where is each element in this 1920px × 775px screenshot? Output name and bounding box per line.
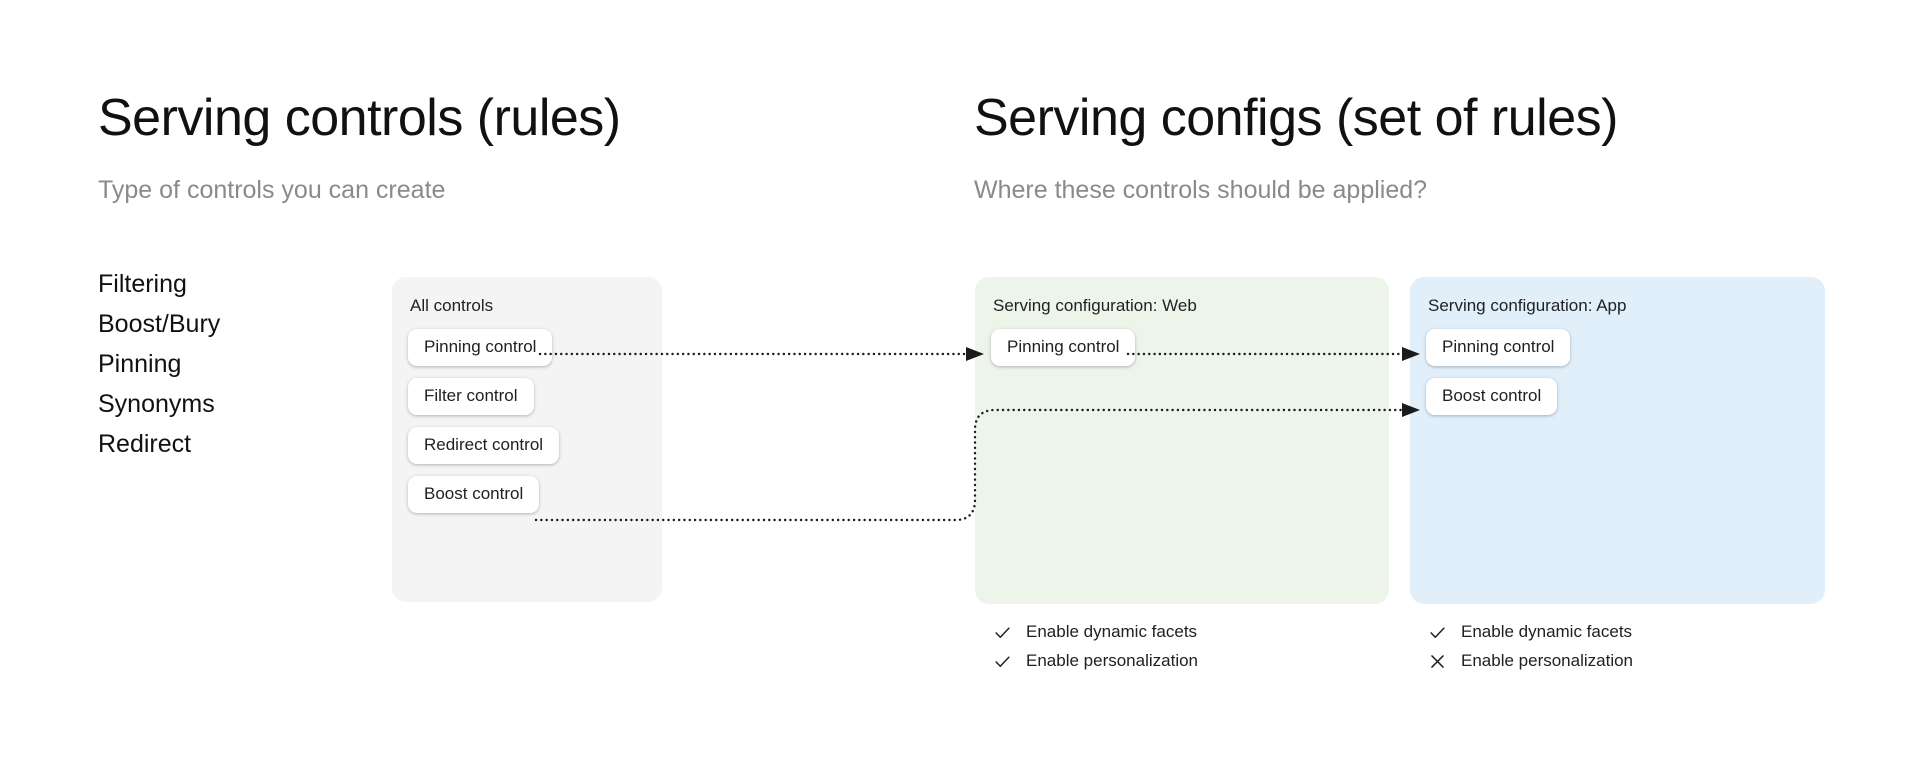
option-row[interactable]: Enable dynamic facets bbox=[993, 622, 1198, 642]
check-icon bbox=[1430, 626, 1445, 638]
serving-config-web-chip-list: Pinning control bbox=[991, 329, 1136, 366]
all-controls-panel-title: All controls bbox=[410, 296, 494, 315]
option-row[interactable]: Enable dynamic facets bbox=[1428, 622, 1633, 642]
chip-filter-control[interactable]: Filter control bbox=[408, 378, 534, 415]
left-section-title: Serving controls (rules) bbox=[98, 89, 621, 147]
control-type-item: Boost/Bury bbox=[98, 310, 221, 338]
chip-pinning-control[interactable]: Pinning control bbox=[1426, 329, 1571, 366]
control-types-list: Filtering Boost/Bury Pinning Synonyms Re… bbox=[98, 268, 220, 460]
control-type-item: Synonyms bbox=[98, 390, 215, 418]
right-section-subtitle: Where these controls should be applied? bbox=[974, 176, 1428, 204]
check-icon bbox=[995, 655, 1010, 667]
all-controls-panel: All controls Pinning control Filter cont… bbox=[392, 277, 662, 602]
serving-config-web-options: Enable dynamic facets Enable personaliza… bbox=[993, 622, 1198, 671]
option-label: Enable personalization bbox=[1461, 651, 1634, 670]
option-label: Enable personalization bbox=[1026, 651, 1199, 670]
control-type-item: Redirect bbox=[98, 430, 192, 458]
left-section-subtitle: Type of controls you can create bbox=[98, 176, 446, 204]
all-controls-chip-list: Pinning control Filter control Redirect … bbox=[408, 329, 560, 513]
control-type-item: Filtering bbox=[98, 270, 187, 298]
option-label: Enable dynamic facets bbox=[1026, 622, 1198, 641]
option-label: Enable dynamic facets bbox=[1461, 622, 1633, 641]
option-row[interactable]: Enable personalization bbox=[1428, 651, 1633, 671]
serving-config-app-title: Serving configuration: App bbox=[1428, 296, 1627, 315]
serving-config-web-title: Serving configuration: Web bbox=[993, 296, 1197, 315]
control-type-item: Pinning bbox=[98, 350, 182, 378]
serving-config-app-panel: Serving configuration: App Pinning contr… bbox=[1410, 277, 1825, 604]
chip-pinning-control[interactable]: Pinning control bbox=[408, 329, 553, 366]
serving-config-web-panel: Serving configuration: Web Pinning contr… bbox=[975, 277, 1389, 604]
serving-config-app-chip-list: Pinning control Boost control bbox=[1426, 329, 1571, 415]
chip-redirect-control[interactable]: Redirect control bbox=[408, 427, 560, 464]
right-section-title: Serving configs (set of rules) bbox=[974, 89, 1618, 147]
option-row[interactable]: Enable personalization bbox=[993, 651, 1198, 671]
chip-boost-control[interactable]: Boost control bbox=[1426, 378, 1558, 415]
chip-boost-control[interactable]: Boost control bbox=[408, 476, 540, 513]
chip-pinning-control[interactable]: Pinning control bbox=[991, 329, 1136, 366]
cross-icon bbox=[1431, 654, 1444, 668]
serving-config-app-options: Enable dynamic facets Enable personaliza… bbox=[1428, 622, 1633, 671]
check-icon bbox=[995, 626, 1010, 638]
